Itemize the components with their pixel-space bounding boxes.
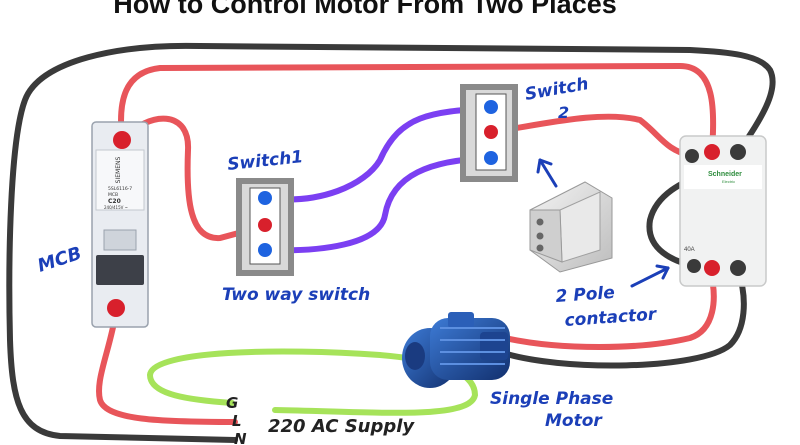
phase-wire-supply — [96, 309, 238, 425]
arrow-up-right-icon — [630, 264, 670, 288]
motor-label-line1: Single Phase — [490, 389, 613, 409]
mcb-brand: SIEMENS — [115, 156, 122, 183]
contactor-device: Schneider Electric 40A — [679, 135, 767, 287]
mcb-label: MCB — [35, 243, 84, 277]
switch2-top-terminal — [484, 100, 498, 114]
two-way-switch-label: Two way switch — [222, 285, 370, 305]
contactor-brand: Schneider — [708, 171, 742, 178]
mcb-type: MCB — [108, 192, 118, 198]
motor-phase-wire — [502, 267, 717, 350]
phase-wire-switch1 — [119, 115, 268, 241]
contactor-rating: 40A — [684, 247, 695, 253]
mcb-rating: C20 — [108, 198, 121, 205]
mcb-top-terminal — [113, 131, 131, 149]
mcb-model: 5SL6116-7 — [108, 186, 132, 192]
mcb-voltage: 240/415V ~ — [104, 205, 128, 210]
contactor-coil-a2-terminal — [687, 259, 701, 273]
traveler-wire-2 — [263, 155, 493, 254]
contactor-label-line1: 2 Pole — [555, 283, 616, 307]
switch1-bottom-terminal — [258, 243, 272, 257]
switch2-label-line1: Switch — [523, 74, 590, 105]
contactor-l1-in-terminal — [704, 144, 720, 160]
phase-wire-top — [118, 62, 717, 153]
contactor-brand-sub: Electric — [722, 179, 735, 184]
contactor-label-line2: contactor — [564, 305, 659, 331]
mcb-breaker: SIEMENS 5SL6116-7 MCB C20 240/415V ~ — [91, 121, 149, 328]
traveler-wire-1 — [263, 105, 493, 203]
switch2-bottom-terminal — [484, 151, 498, 165]
earth-wire — [146, 348, 479, 416]
contactor-t1-out-terminal — [704, 260, 720, 276]
switch2-device — [460, 84, 518, 182]
switch2-middle-terminal — [484, 125, 498, 139]
terminal-n-label: N — [234, 430, 247, 445]
single-phase-motor — [402, 312, 510, 388]
page-title: How to Control Motor From Two Places — [113, 0, 617, 19]
arrow-up-left-icon — [536, 158, 558, 188]
motor-neutral-wire — [497, 267, 747, 369]
neutral-wire-outer — [6, 42, 776, 443]
switch1-device — [236, 178, 294, 276]
terminal-l-label: L — [232, 412, 242, 430]
switch2-label-line2: 2 — [558, 103, 569, 122]
switch1-middle-terminal — [258, 218, 272, 232]
two-way-switch-photo — [529, 181, 613, 273]
mcb-bottom-terminal — [107, 299, 125, 317]
switch1-label: Switch1 — [226, 147, 304, 175]
switch1-top-terminal — [258, 191, 272, 205]
supply-label: 220 AC Supply — [268, 416, 415, 437]
terminal-g-label: G — [226, 394, 238, 412]
contactor-l2-in-terminal — [730, 144, 746, 160]
motor-label-line2: Motor — [545, 411, 603, 431]
contactor-coil-a1-terminal — [685, 149, 699, 163]
switch2-to-coil-wire — [489, 113, 695, 159]
contactor-t2-out-terminal — [730, 260, 746, 276]
